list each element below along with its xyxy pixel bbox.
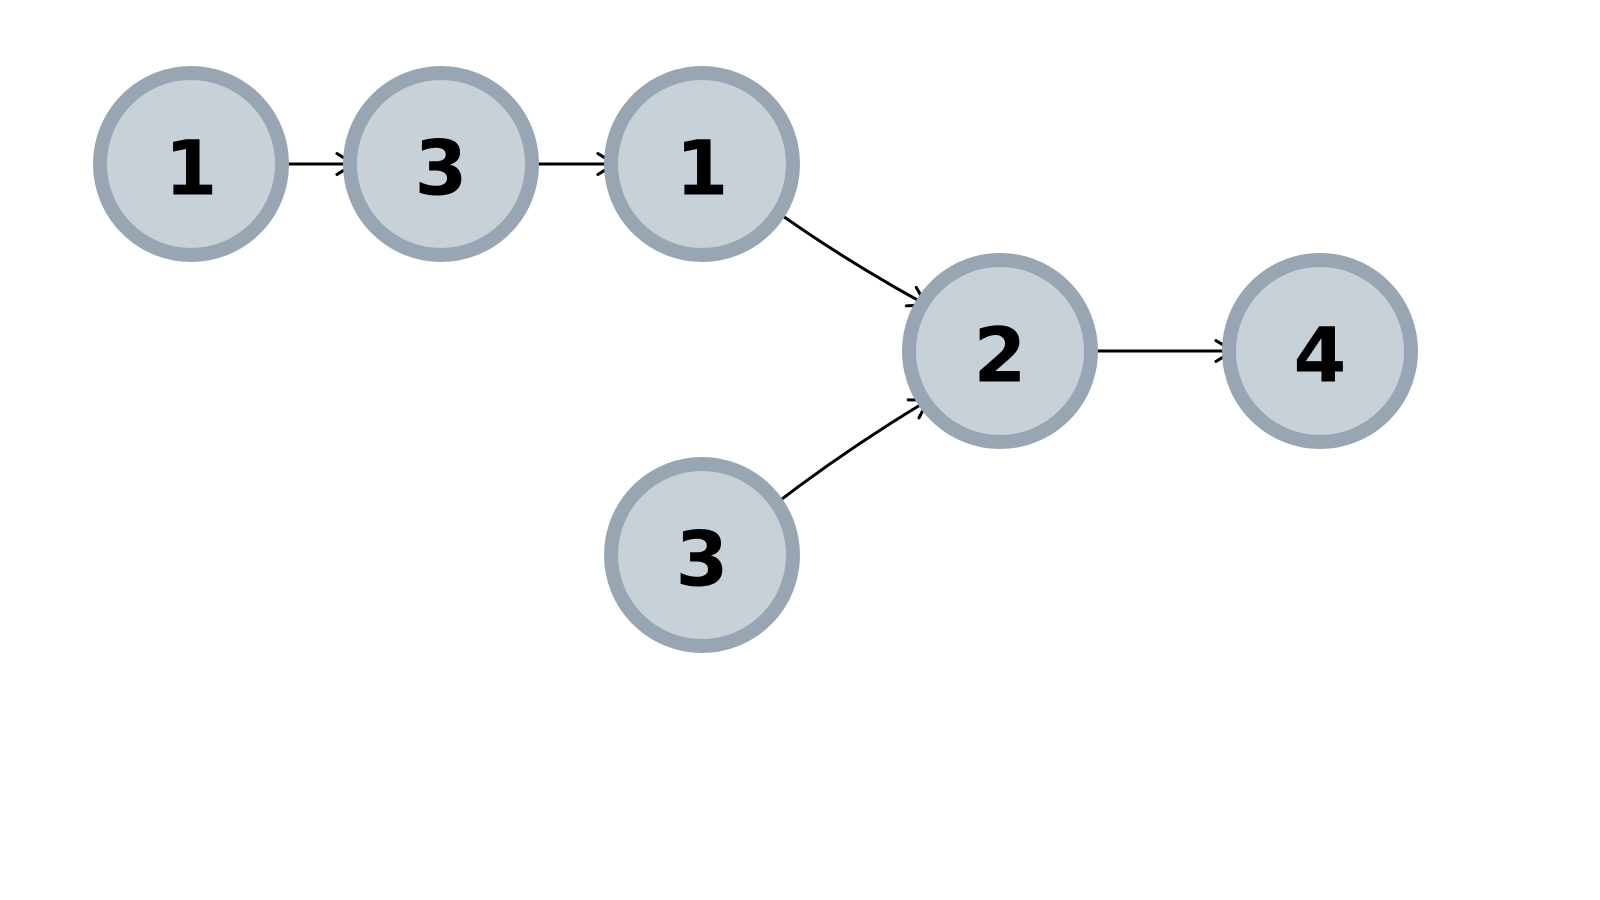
node-label: 1: [676, 124, 729, 213]
node-circle: [1222, 253, 1418, 449]
node-circle: [604, 457, 800, 653]
node-circle: [93, 66, 289, 262]
node-label: 2: [974, 311, 1027, 400]
node-circle: [604, 66, 800, 262]
nodes-layer: 1 3 1 2 4 3: [93, 66, 1418, 653]
node-label: 4: [1294, 311, 1347, 400]
node-a: 1: [93, 66, 289, 262]
edge-d-e: [1075, 339, 1235, 363]
node-e: 4: [1222, 253, 1418, 449]
edge-line: [764, 398, 930, 514]
node-c: 1: [604, 66, 800, 262]
edge-c-d: [765, 203, 928, 308]
node-label: 3: [676, 515, 729, 604]
edge-line: [765, 203, 928, 307]
node-b: 3: [343, 66, 539, 262]
node-d: 2: [902, 253, 1098, 449]
node-circle: [343, 66, 539, 262]
node-circle: [902, 253, 1098, 449]
edge-f-d: [764, 398, 930, 514]
node-label: 3: [415, 124, 468, 213]
node-label: 1: [165, 124, 218, 213]
node-f: 3: [604, 457, 800, 653]
